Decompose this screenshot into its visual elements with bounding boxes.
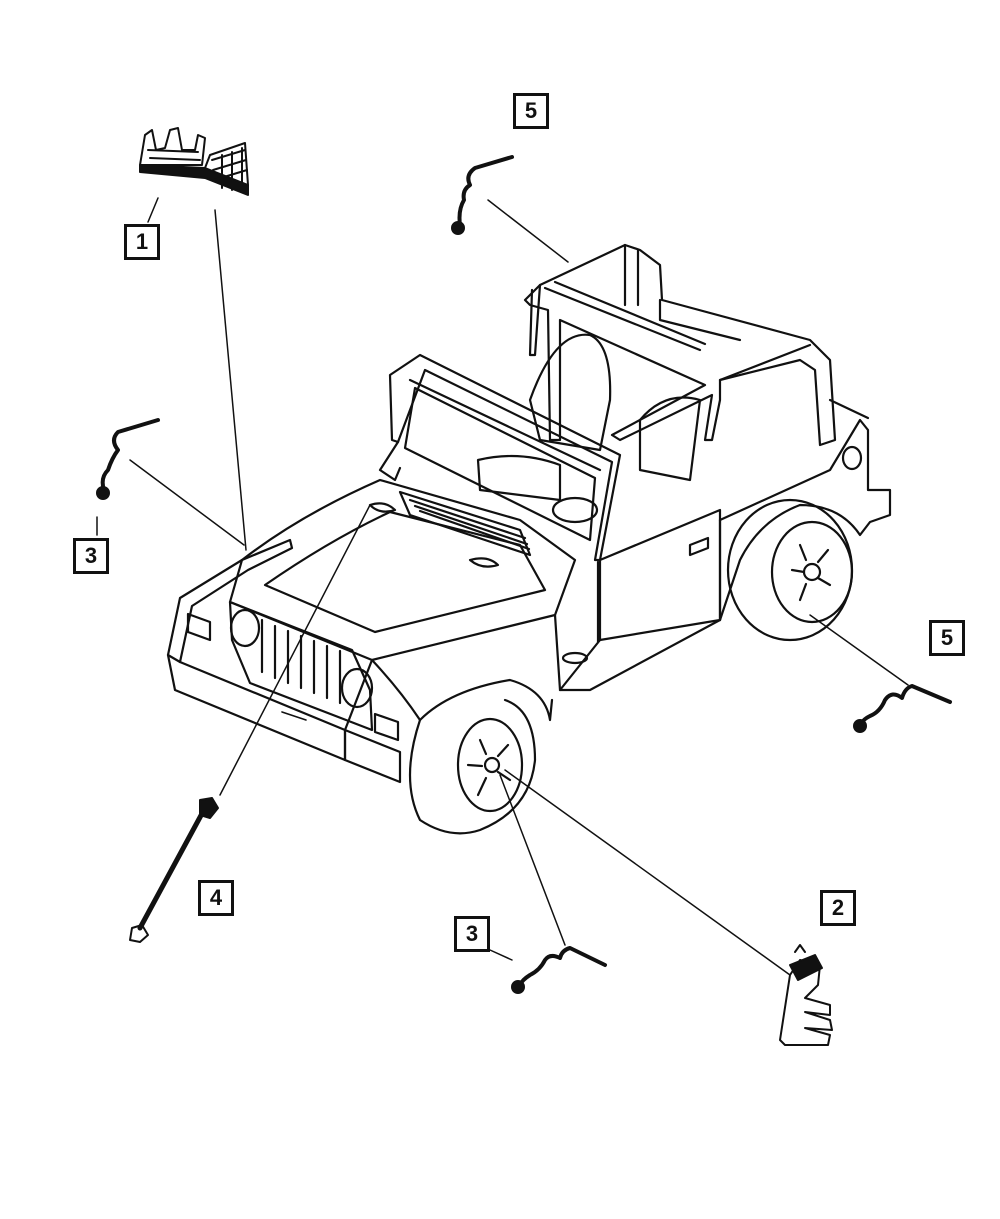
wiring-harness-icon <box>451 155 514 235</box>
callout-part-5-right: 5 <box>929 620 965 656</box>
callout-part-4: 4 <box>198 880 234 916</box>
callout-part-1: 1 <box>124 224 160 260</box>
antenna-cable-icon <box>129 797 219 943</box>
callout-part-5-top: 5 <box>513 93 549 129</box>
jeep-vehicle-icon <box>166 243 892 835</box>
callout-part-2: 2 <box>820 890 856 926</box>
wiring-harness-icon <box>511 946 607 994</box>
wiring-harness-icon <box>96 418 160 500</box>
callout-part-3-bottom: 3 <box>454 916 490 952</box>
callout-part-3-left: 3 <box>73 538 109 574</box>
leader-lines <box>96 197 909 976</box>
wheel-sensor-bracket-icon <box>779 944 833 1046</box>
wiring-harness-icon <box>853 684 952 733</box>
bracket-tray-icon <box>139 127 249 196</box>
